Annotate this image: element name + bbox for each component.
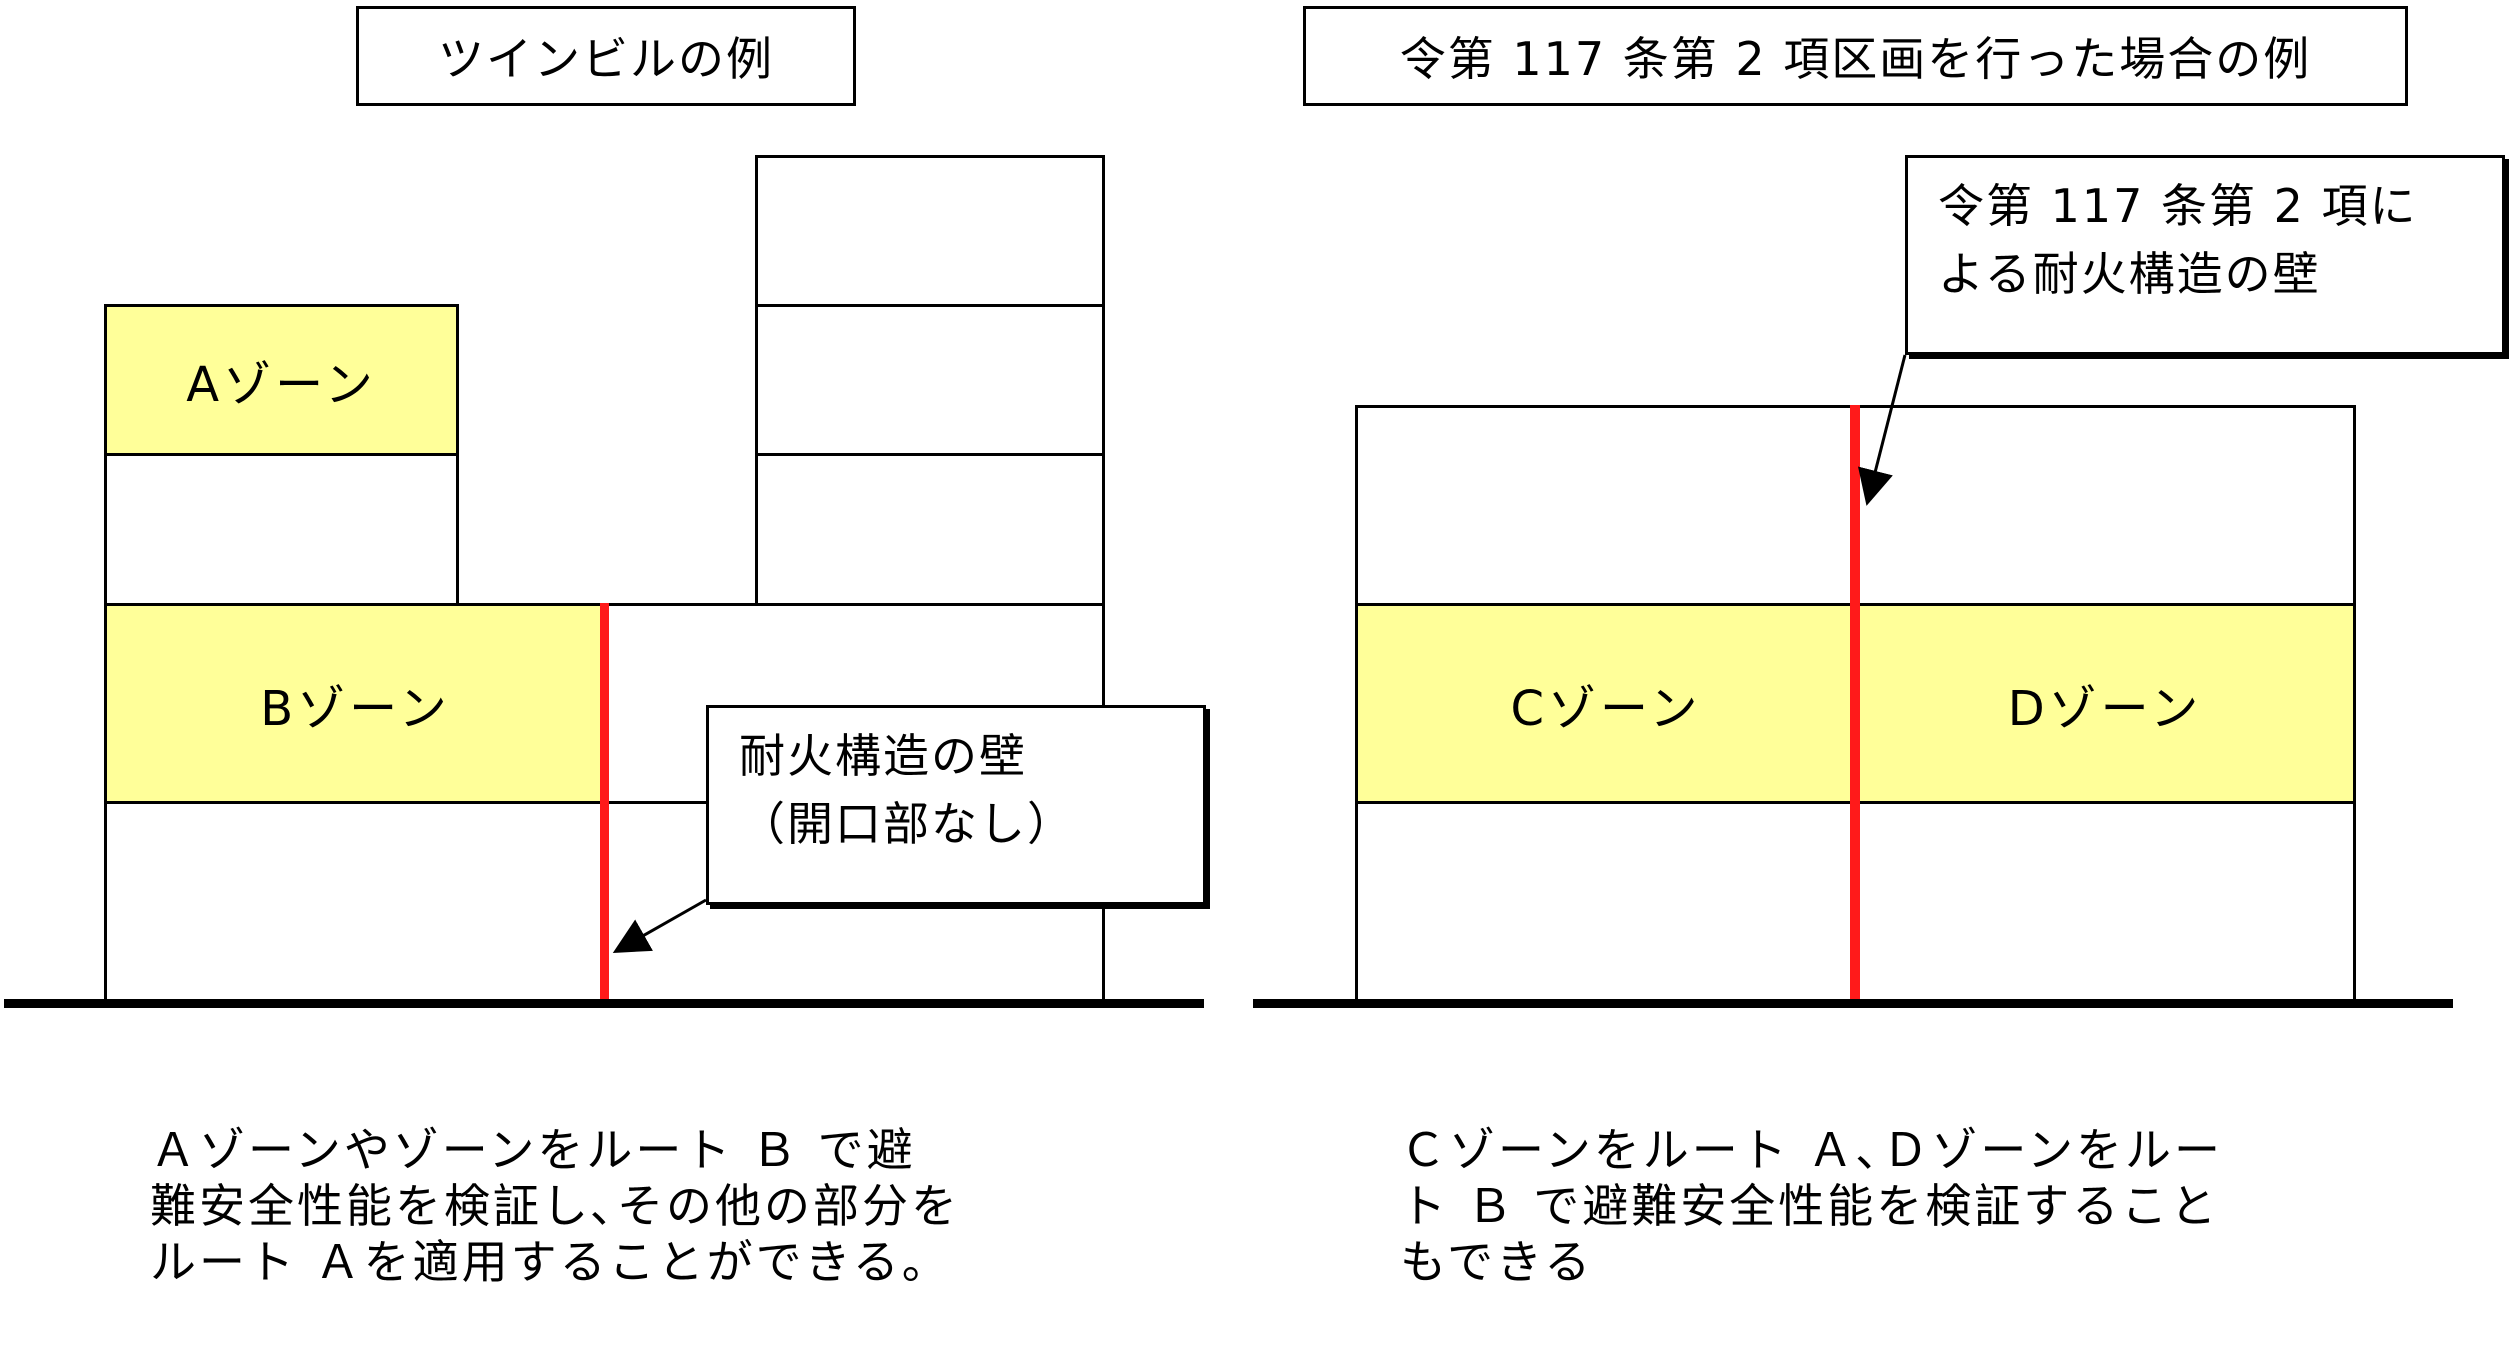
tower-floor-3 xyxy=(755,453,1105,606)
right-callout: 令第 117 条第 2 項に よる耐火構造の壁 xyxy=(1905,155,2505,355)
right-caption: Ｃゾーンをルート Ａ､Ｄゾーンをルー ト Ｂ で避難安全性能を検証すること もで… xyxy=(1400,1123,2224,1289)
tower-floor-2 xyxy=(755,304,1105,456)
right-top-floor-left xyxy=(1355,405,1857,606)
right-ground-line xyxy=(1253,999,2453,1008)
left-ground-floor-left xyxy=(104,801,607,1004)
left-fire-wall xyxy=(600,603,609,1004)
left-callout-arrow xyxy=(612,898,707,953)
right-top-floor-right xyxy=(1854,405,2356,606)
left-ground-line xyxy=(4,999,1204,1008)
right-ground-floor-left xyxy=(1355,801,1857,1004)
right-fire-wall xyxy=(1850,405,1860,1004)
right-callout-arrow xyxy=(1857,354,1907,506)
zone-b: Bゾーン xyxy=(104,603,607,804)
left-building-a-floor xyxy=(104,453,459,606)
left-caption: Ａゾーンやゾーンをルート Ｂ で避 難安全性能を検証し､その他の部分を ルート … xyxy=(150,1123,960,1289)
left-callout: 耐火構造の壁 （開口部なし） xyxy=(706,705,1206,905)
right-title: 令第 117 条第 2 項区画を行った場合の例 xyxy=(1303,6,2408,106)
left-title: ツインビルの例 xyxy=(356,6,856,106)
zone-c: Cゾーン xyxy=(1355,603,1857,804)
right-ground-floor-right xyxy=(1854,801,2356,1004)
